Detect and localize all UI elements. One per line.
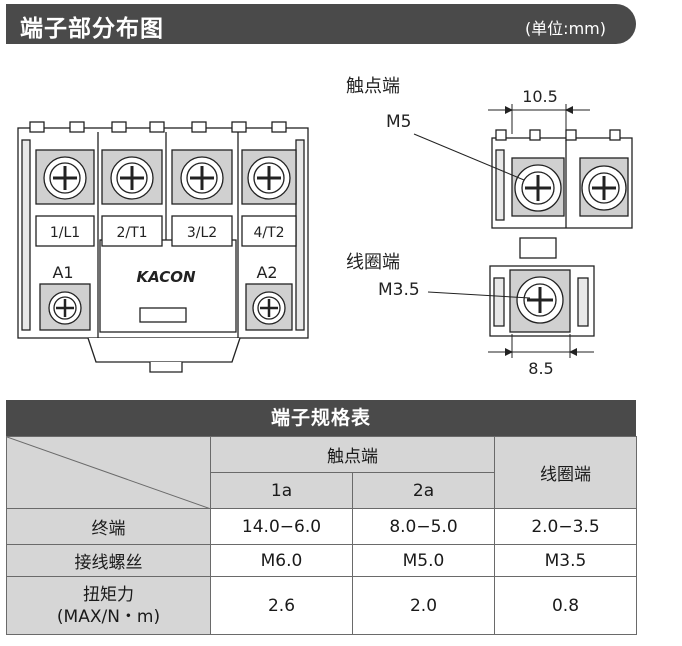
cell-value: 8.0−5.0 xyxy=(352,508,495,545)
contact-screw-label: M5 xyxy=(386,112,412,132)
table-row: 扭矩力 (MAX/N・m) 2.6 2.0 0.8 xyxy=(6,576,637,635)
cell-value: 2.0 xyxy=(352,576,495,635)
unit-label: (单位:mm) xyxy=(524,19,606,38)
contact-terminal-heading: 触点端 xyxy=(346,76,400,97)
cell-value: 14.0−6.0 xyxy=(210,508,353,545)
terminal-spec-table: 触点端 线圈端 1a 2a 终端 14.0−6.0 8.0−5.0 2.0−3.… xyxy=(6,436,637,635)
coil-width-dimension xyxy=(488,334,594,358)
row-label-main: 扭矩力 xyxy=(83,584,134,605)
col-header-2a: 2a xyxy=(352,472,495,509)
col-header-coil: 线圈端 xyxy=(494,436,637,509)
cell-value: 2.6 xyxy=(210,576,353,635)
coil-screw-leader xyxy=(427,291,531,299)
terminal-label-1: 1/L1 xyxy=(50,225,80,241)
col-header-1a: 1a xyxy=(210,472,353,509)
brand-logo: KACON xyxy=(136,268,196,286)
table-row: 终端 14.0−6.0 8.0−5.0 2.0−3.5 xyxy=(6,508,637,545)
coil-screw-label: M3.5 xyxy=(378,280,420,300)
page-title: 端子部分布图 xyxy=(20,16,164,42)
spec-table-title: 端子规格表 xyxy=(6,400,636,436)
row-label-sub: (MAX/N・m) xyxy=(56,606,161,627)
terminal-screws xyxy=(43,156,291,325)
row-label: 接线螺丝 xyxy=(6,544,211,577)
cell-value: M3.5 xyxy=(494,544,637,577)
coil-terminal-a1: A1 xyxy=(52,263,73,282)
diagonal-divider xyxy=(7,437,211,509)
cell-value: M5.0 xyxy=(352,544,495,577)
table-row: 接线螺丝 M6.0 M5.0 M3.5 xyxy=(6,544,637,577)
terminal-label-3: 3/L2 xyxy=(187,225,217,241)
cell-value: 0.8 xyxy=(494,576,637,635)
row-label: 终端 xyxy=(6,508,211,545)
contact-width-dimension xyxy=(488,104,590,134)
contact-screw-leader xyxy=(413,133,525,181)
title-bar: 端子部分布图 (单位:mm) xyxy=(6,4,636,44)
contact-terminal-detail xyxy=(491,129,633,259)
cell-value: M6.0 xyxy=(210,544,353,577)
terminal-label-2: 2/T1 xyxy=(116,225,147,241)
coil-terminal-heading: 线圈端 xyxy=(346,252,400,273)
contact-width-value: 10.5 xyxy=(522,87,558,106)
cell-value: 2.0−3.5 xyxy=(494,508,637,545)
corner-cell xyxy=(6,436,211,509)
row-label: 扭矩力 (MAX/N・m) xyxy=(6,576,211,635)
coil-width-value: 8.5 xyxy=(528,359,553,378)
coil-terminal-a2: A2 xyxy=(256,263,277,282)
coil-terminal-detail xyxy=(489,265,595,337)
terminal-label-4: 4/T2 xyxy=(253,225,284,241)
group-header-contact: 触点端 xyxy=(210,436,495,473)
terminal-layout-drawing: 1/L1 2/T1 3/L2 4/T2 A1 A2 KACON 10.5 xyxy=(17,87,633,378)
